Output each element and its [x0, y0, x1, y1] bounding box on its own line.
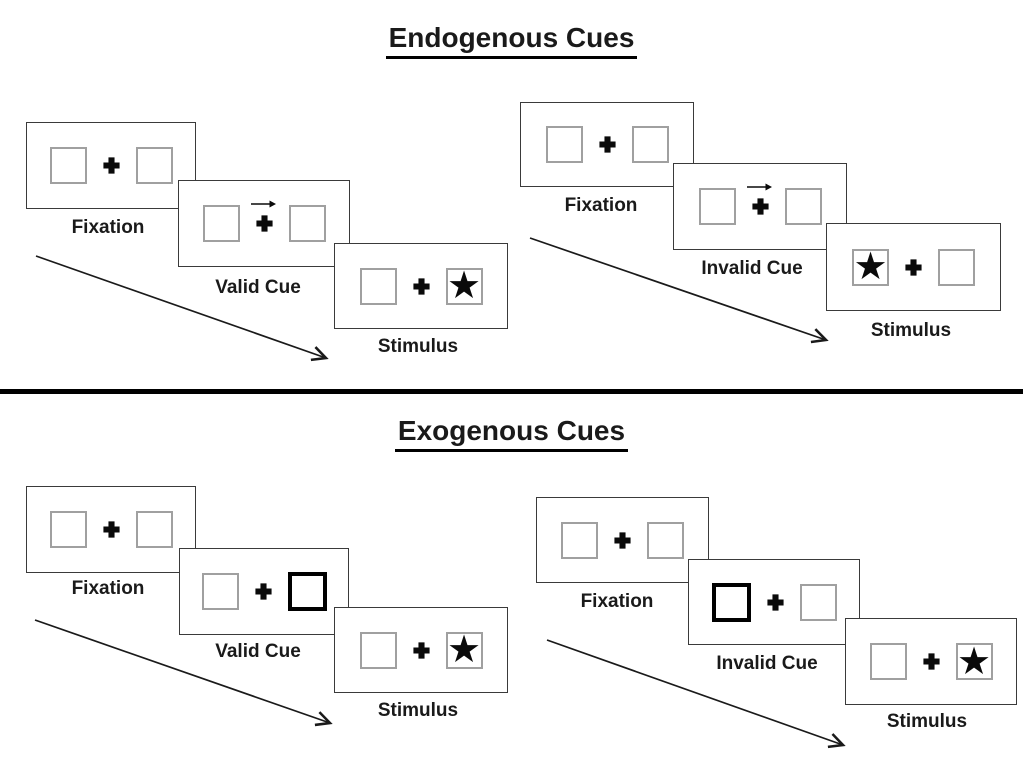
- stimulus-label: Stimulus: [377, 336, 459, 357]
- endo-valid-stimulus-panel: ★: [334, 243, 508, 329]
- left-box: [698, 188, 736, 225]
- right-box: [799, 583, 837, 621]
- fixation-cross-icon: [254, 582, 273, 601]
- exogenous-section-title: Exogenous Cues: [0, 415, 1023, 452]
- endo-valid-cue-panel: [178, 180, 350, 267]
- endo-invalid-cue-panel: [673, 163, 847, 250]
- endo-valid-fixation-panel: [26, 122, 196, 209]
- endogenous-title-text: Endogenous Cues: [385, 22, 638, 59]
- exo-valid-cue-panel: [179, 548, 349, 635]
- right-box: [288, 205, 326, 242]
- left-box: [49, 147, 87, 184]
- right-box: [784, 188, 822, 225]
- right-box-star-target: ★: [445, 265, 483, 307]
- endo-invalid-stimulus-panel: ★: [826, 223, 1001, 311]
- fixation-label: Fixation: [580, 591, 654, 612]
- time-arrow: [546, 639, 846, 749]
- fixation-label: Fixation: [71, 217, 145, 238]
- right-box: [135, 147, 173, 184]
- fixation-cross-icon: [412, 277, 431, 296]
- fixation-cross-icon: [251, 200, 276, 233]
- fixation-cross-icon: [747, 183, 772, 216]
- left-box: [545, 126, 583, 163]
- fixation-cross-icon: [102, 520, 121, 539]
- stimulus-label: Stimulus: [870, 320, 952, 341]
- time-arrow: [34, 619, 333, 727]
- left-box: [202, 205, 240, 242]
- fixation-cross-icon: [922, 652, 941, 671]
- left-box: [49, 511, 87, 548]
- cue-right-arrow-icon: [747, 183, 772, 191]
- right-box: [647, 521, 684, 559]
- left-box: [359, 631, 397, 669]
- endogenous-section-title: Endogenous Cues: [0, 22, 1023, 59]
- left-box: [561, 521, 598, 559]
- exogenous-title-text: Exogenous Cues: [394, 415, 629, 452]
- time-arrow: [529, 237, 829, 344]
- exo-invalid-fixation-panel: [536, 497, 709, 583]
- endo-invalid-fixation-panel: [520, 102, 694, 187]
- exo-invalid-stimulus-panel: ★: [845, 618, 1017, 705]
- invalid-cue-label: Invalid Cue: [716, 653, 818, 674]
- right-box-highlight-cue: [287, 572, 327, 611]
- fixation-cross-icon: [904, 258, 923, 277]
- exo-valid-stimulus-panel: ★: [334, 607, 508, 693]
- fixation-cross-icon: [412, 641, 431, 660]
- right-box: [135, 511, 173, 548]
- fixation-cross-icon: [613, 531, 632, 550]
- time-arrow: [35, 255, 329, 362]
- fixation-label: Fixation: [71, 578, 145, 599]
- exo-valid-fixation-panel: [26, 486, 196, 573]
- section-divider: [0, 389, 1023, 394]
- fixation-cross-icon: [766, 593, 785, 612]
- fixation-cross-icon: [102, 156, 121, 175]
- right-box: [631, 126, 669, 163]
- exo-invalid-cue-panel: [688, 559, 860, 645]
- right-box-star-target: ★: [955, 640, 993, 683]
- right-box-star-target: ★: [445, 629, 483, 671]
- invalid-cue-label: Invalid Cue: [701, 258, 803, 279]
- left-box-highlight-cue: [711, 582, 751, 622]
- left-box: [359, 267, 397, 305]
- cue-right-arrow-icon: [251, 200, 276, 208]
- fixation-label: Fixation: [564, 195, 638, 216]
- left-box: [869, 643, 907, 680]
- valid-cue-label: Valid Cue: [215, 641, 301, 662]
- left-box: [201, 573, 239, 610]
- stimulus-label: Stimulus: [886, 711, 968, 732]
- fixation-cross-icon: [598, 135, 617, 154]
- valid-cue-label: Valid Cue: [215, 277, 301, 298]
- right-box: [938, 248, 975, 286]
- left-box-star-target: ★: [852, 246, 889, 288]
- stimulus-label: Stimulus: [377, 700, 459, 721]
